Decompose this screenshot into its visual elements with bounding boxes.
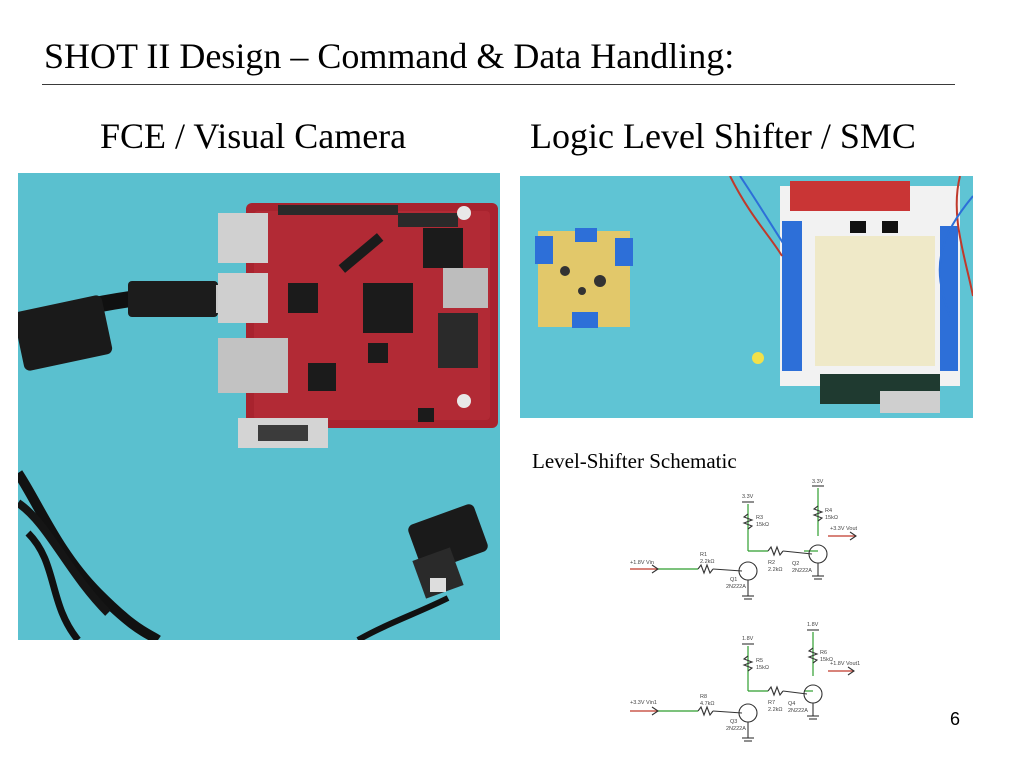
schem-label-r8-value: 4.7kΩ (700, 701, 715, 707)
schem-label-q4: Q4 (788, 701, 795, 707)
schem-label-supply-top-right: 3.3V (812, 479, 824, 485)
schem-label-q2-type: 2N222A (792, 568, 812, 574)
schem-label-q1: Q1 (730, 577, 737, 583)
schematic-caption: Level-Shifter Schematic (532, 449, 737, 473)
schem-label-r4: R4 (825, 508, 832, 514)
schem-label-vin-top: +1.8V Vin (630, 560, 654, 566)
level-shifter-smc-photo (520, 176, 973, 418)
schem-label-q3: Q3 (730, 719, 737, 725)
schem-label-r1-value: 2.2kΩ (700, 559, 715, 565)
schem-label-vout-top: +3.3V Vout (830, 526, 858, 532)
schem-label-r3-value: 15kΩ (756, 522, 769, 528)
level-shifter-smc-illustration (520, 176, 973, 418)
schem-label-r4-value: 15kΩ (825, 515, 838, 521)
schem-label-r3: R3 (756, 515, 763, 521)
slide-title: SHOT II Design – Command & Data Handling… (44, 36, 735, 76)
schem-label-r6-value: 15kΩ (820, 657, 833, 663)
schem-label-vin-bottom: +3.3V Vin1 (630, 700, 657, 706)
schem-label-r1: R1 (700, 552, 707, 558)
fce-camera-illustration (18, 173, 500, 640)
schem-label-r7: R7 (768, 700, 775, 706)
schem-label-r2-value: 2.2kΩ (768, 567, 783, 573)
fce-camera-photo (18, 173, 500, 640)
schem-label-r8: R8 (700, 694, 707, 700)
left-heading: FCE / Visual Camera (100, 116, 407, 156)
schem-label-supply-bottom-right: 1.8V (807, 622, 819, 628)
schem-label-r5-value: 15kΩ (756, 665, 769, 671)
schem-label-q3-type: 2N222A (726, 726, 746, 732)
schem-label-r2: R2 (768, 560, 775, 566)
schem-label-r6: R6 (820, 650, 827, 656)
schem-label-q1-type: 2N222A (726, 584, 746, 590)
schem-label-r7-value: 2.2kΩ (768, 707, 783, 713)
level-shifter-schematic: 3.3V 3.3V R3 15kΩ R4 15kΩ R1 2.2kΩ R2 2.… (630, 479, 860, 742)
schem-label-supply-top-left: 3.3V (742, 494, 754, 500)
schem-label-r5: R5 (756, 658, 763, 664)
slide-number: 6 (950, 709, 961, 729)
title-divider (42, 84, 955, 85)
schem-label-vout-bottom: +1.8V Vout1 (830, 661, 860, 667)
schem-label-q4-type: 2N222A (788, 708, 808, 714)
right-heading: Logic Level Shifter / SMC (530, 116, 916, 156)
schem-label-q2: Q2 (792, 561, 799, 567)
schem-label-supply-bottom-left: 1.8V (742, 636, 754, 642)
